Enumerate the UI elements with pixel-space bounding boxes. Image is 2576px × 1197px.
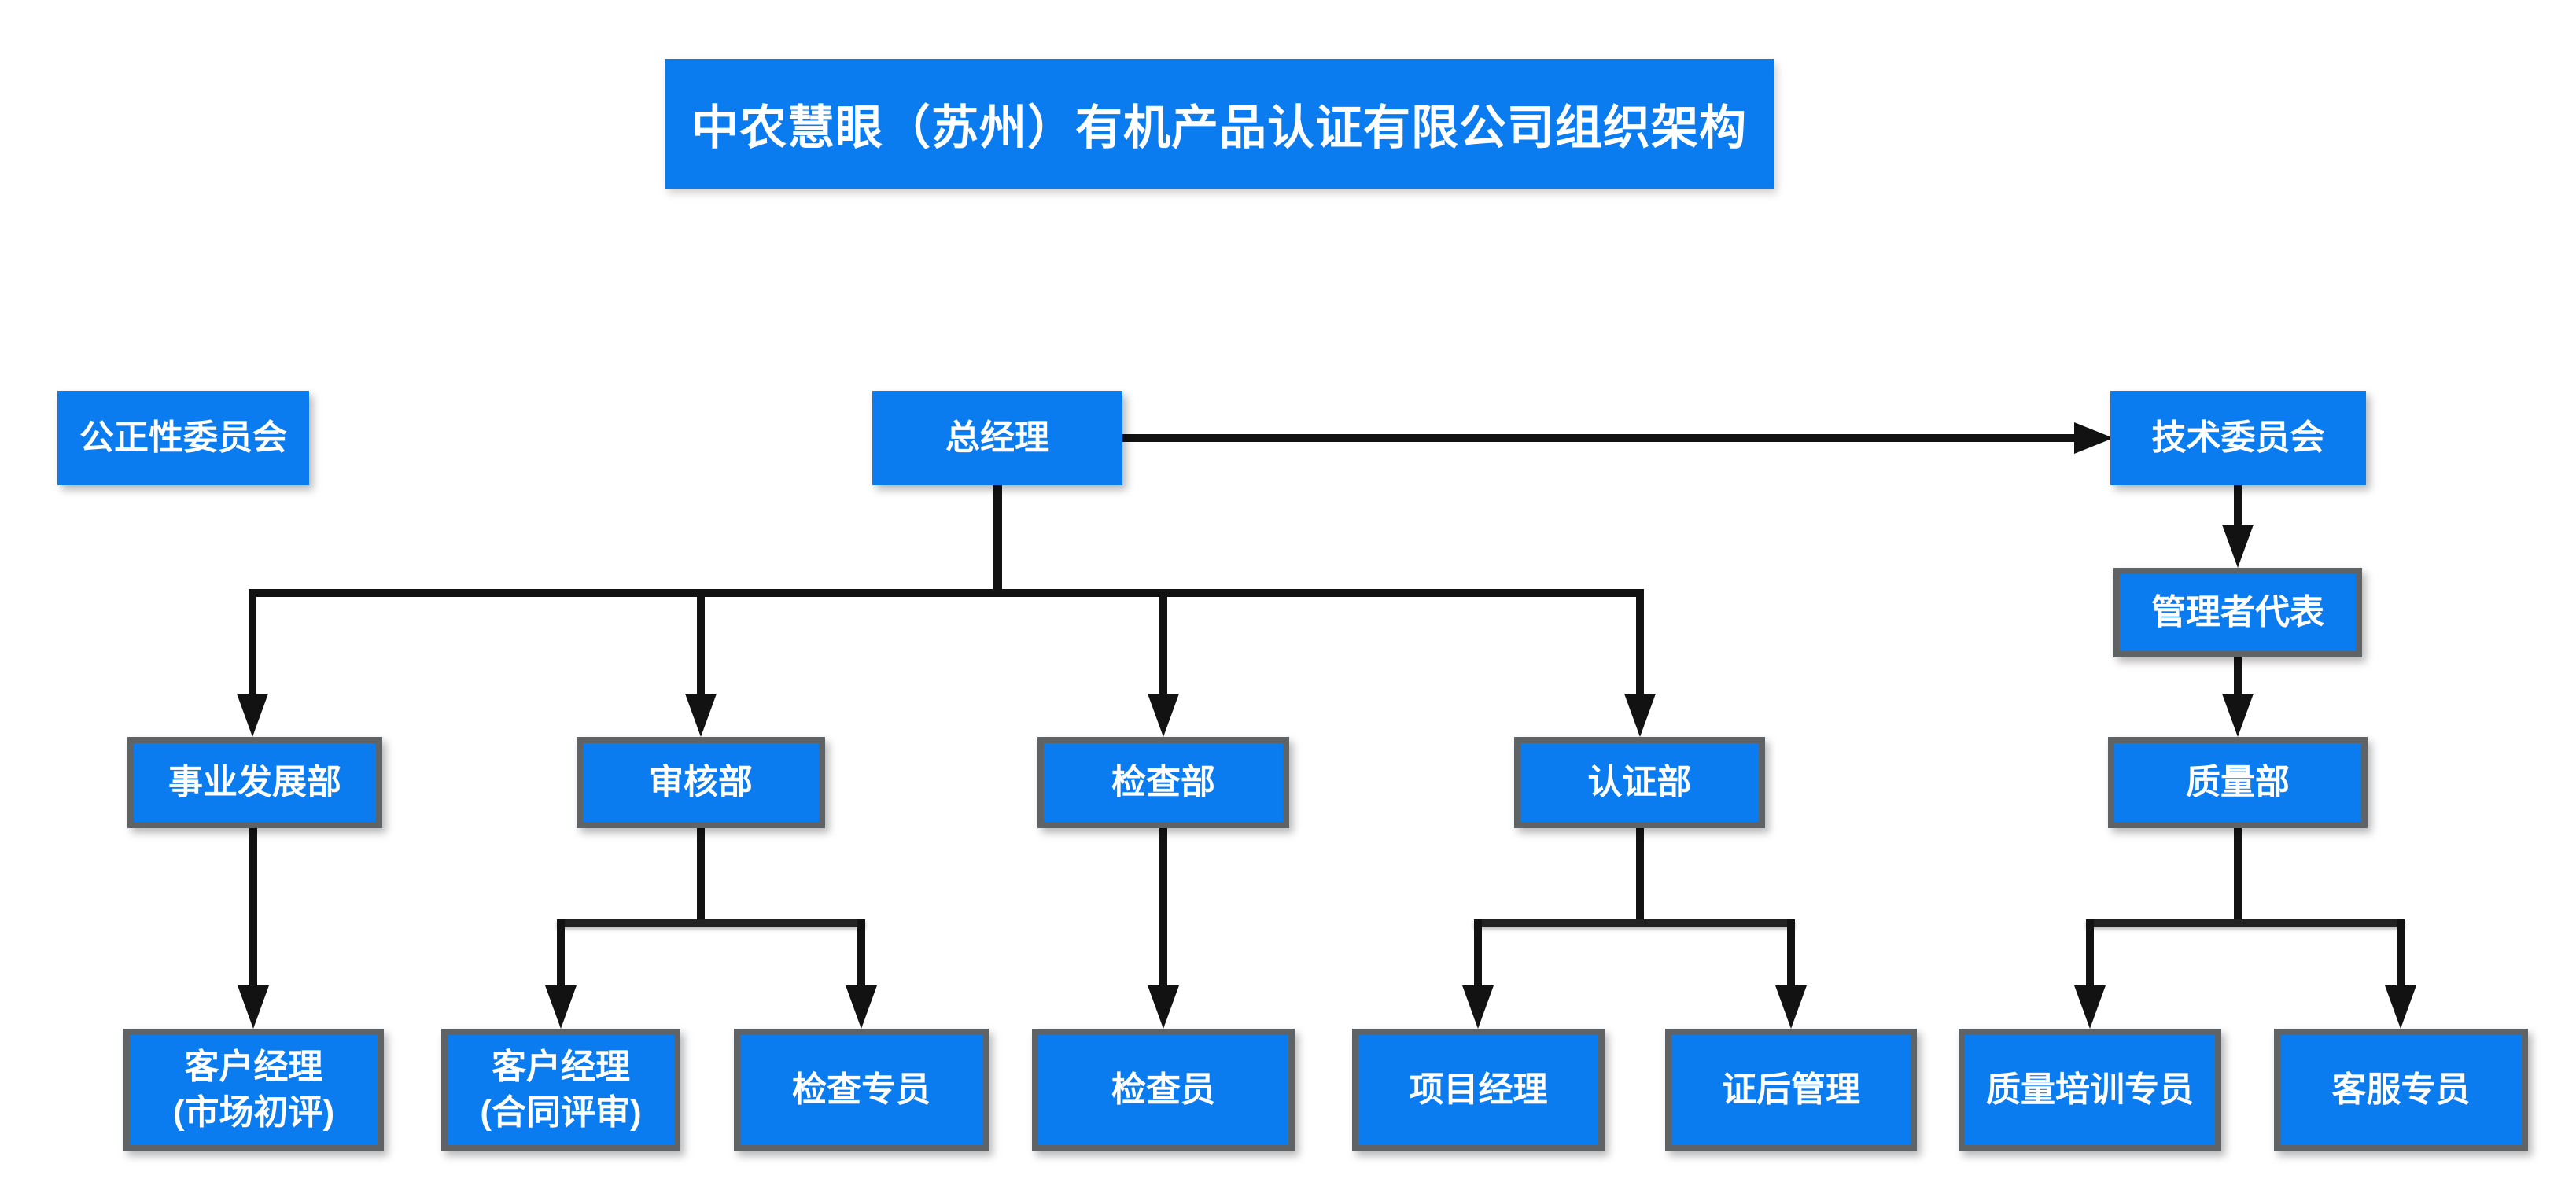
node-impartiality-committee: 公正性委员会 (57, 391, 309, 485)
edge-quality-to-training-line (2086, 919, 2094, 987)
edge-audit-stem-line (697, 828, 705, 927)
edge-gm-to-tech-arrowhead-icon (2074, 422, 2113, 454)
edge-drop-inspection-arrowhead-icon (1148, 694, 1179, 737)
edge-drop-certification-arrowhead-icon (1624, 694, 1656, 737)
edge-drop-certification-line (1636, 591, 1644, 694)
node-inspection-specialist: 检查专员 (734, 1029, 989, 1151)
edge-certification-to-postcert-arrowhead-icon (1775, 985, 1807, 1029)
edge-inspection-to-inspector-arrowhead-icon (1148, 985, 1179, 1029)
edge-audit-to-am-contract-line (557, 919, 565, 987)
edge-audit-split-bar (557, 919, 865, 927)
node-business-development-dept: 事业发展部 (127, 737, 382, 828)
node-inspection-dept: 检查部 (1037, 737, 1289, 828)
node-label: 客户经理 (492, 1047, 630, 1086)
node-label: 审核部 (649, 762, 753, 801)
node-project-manager: 项目经理 (1352, 1029, 1605, 1151)
node-management-representative: 管理者代表 (2113, 568, 2362, 657)
node-label: 技术委员会 (2151, 418, 2325, 457)
node-label: 检查部 (1111, 762, 1215, 801)
edge-drop-audit-line (697, 591, 705, 694)
edge-mgr-to-quality-line (2234, 657, 2242, 695)
edge-audit-to-inspection-specialist-line (857, 919, 865, 987)
node-label: 质量部 (2186, 762, 2290, 801)
node-audit-dept: 审核部 (577, 737, 825, 828)
edge-quality-stem-line (2234, 828, 2242, 927)
edge-tech-to-mgr-arrowhead-icon (2222, 525, 2254, 568)
edge-certification-to-pm-line (1474, 919, 1482, 987)
node-certification-dept: 认证部 (1514, 737, 1765, 828)
node-label: 公正性委员会 (79, 418, 287, 457)
node-label: 事业发展部 (168, 762, 341, 801)
node-label: 证后管理 (1722, 1070, 1860, 1109)
node-account-manager-contract: 客户经理 (合同评审) (441, 1029, 680, 1151)
node-label: 质量培训专员 (1986, 1070, 2194, 1109)
edge-certification-to-postcert-line (1787, 919, 1795, 987)
node-label: 客服专员 (2331, 1070, 2471, 1109)
edge-drop-business-development-line (249, 591, 256, 694)
node-account-manager-market: 客户经理 (市场初评) (123, 1029, 384, 1151)
edge-certification-split-bar (1474, 919, 1795, 927)
node-label: 认证部 (1587, 762, 1692, 801)
node-quality-training-specialist: 质量培训专员 (1959, 1029, 2221, 1151)
edge-certification-to-pm-arrowhead-icon (1462, 985, 1494, 1029)
chart-title: 中农慧眼（苏州）有机产品认证有限公司组织架构 (665, 59, 1774, 189)
node-label: 检查专员 (792, 1070, 931, 1109)
node-quality-dept: 质量部 (2108, 737, 2368, 828)
edge-audit-to-inspection-specialist-arrowhead-icon (846, 985, 877, 1029)
edge-bd-to-am-market-line (249, 828, 257, 987)
node-label: 总经理 (945, 418, 1049, 457)
edge-quality-split-bar (2086, 919, 2405, 927)
edge-mgr-to-quality-arrowhead-icon (2222, 694, 2254, 737)
edge-quality-to-customer-service-arrowhead-icon (2385, 985, 2416, 1029)
edge-bd-to-am-market-arrowhead-icon (238, 985, 269, 1029)
node-post-certification-management: 证后管理 (1665, 1029, 1917, 1151)
edge-tech-to-mgr-line (2234, 485, 2242, 526)
node-technical-committee: 技术委员会 (2110, 391, 2366, 485)
node-sublabel: (合同评审) (480, 1093, 642, 1132)
node-general-manager: 总经理 (872, 391, 1122, 485)
node-sublabel: (市场初评) (172, 1093, 335, 1132)
node-customer-service-specialist: 客服专员 (2274, 1029, 2528, 1151)
edge-drop-business-development-arrowhead-icon (237, 694, 268, 737)
edge-gm-distribution-bar (249, 589, 1644, 597)
edge-inspection-to-inspector-line (1159, 828, 1167, 987)
edge-gm-drop-line (993, 483, 1002, 594)
edge-drop-inspection-line (1159, 591, 1167, 694)
node-inspector: 检查员 (1032, 1029, 1295, 1151)
node-label: 项目经理 (1409, 1070, 1548, 1109)
edge-drop-audit-arrowhead-icon (685, 694, 717, 737)
node-label: 检查员 (1111, 1070, 1215, 1109)
edge-audit-to-am-contract-arrowhead-icon (545, 985, 577, 1029)
node-label: 管理者代表 (2151, 592, 2324, 632)
edge-quality-to-training-arrowhead-icon (2074, 985, 2106, 1029)
edge-gm-to-tech-line (1122, 434, 2076, 442)
edge-certification-stem-line (1636, 828, 1644, 927)
edge-quality-to-customer-service-line (2397, 919, 2405, 987)
node-label: 客户经理 (184, 1047, 323, 1086)
